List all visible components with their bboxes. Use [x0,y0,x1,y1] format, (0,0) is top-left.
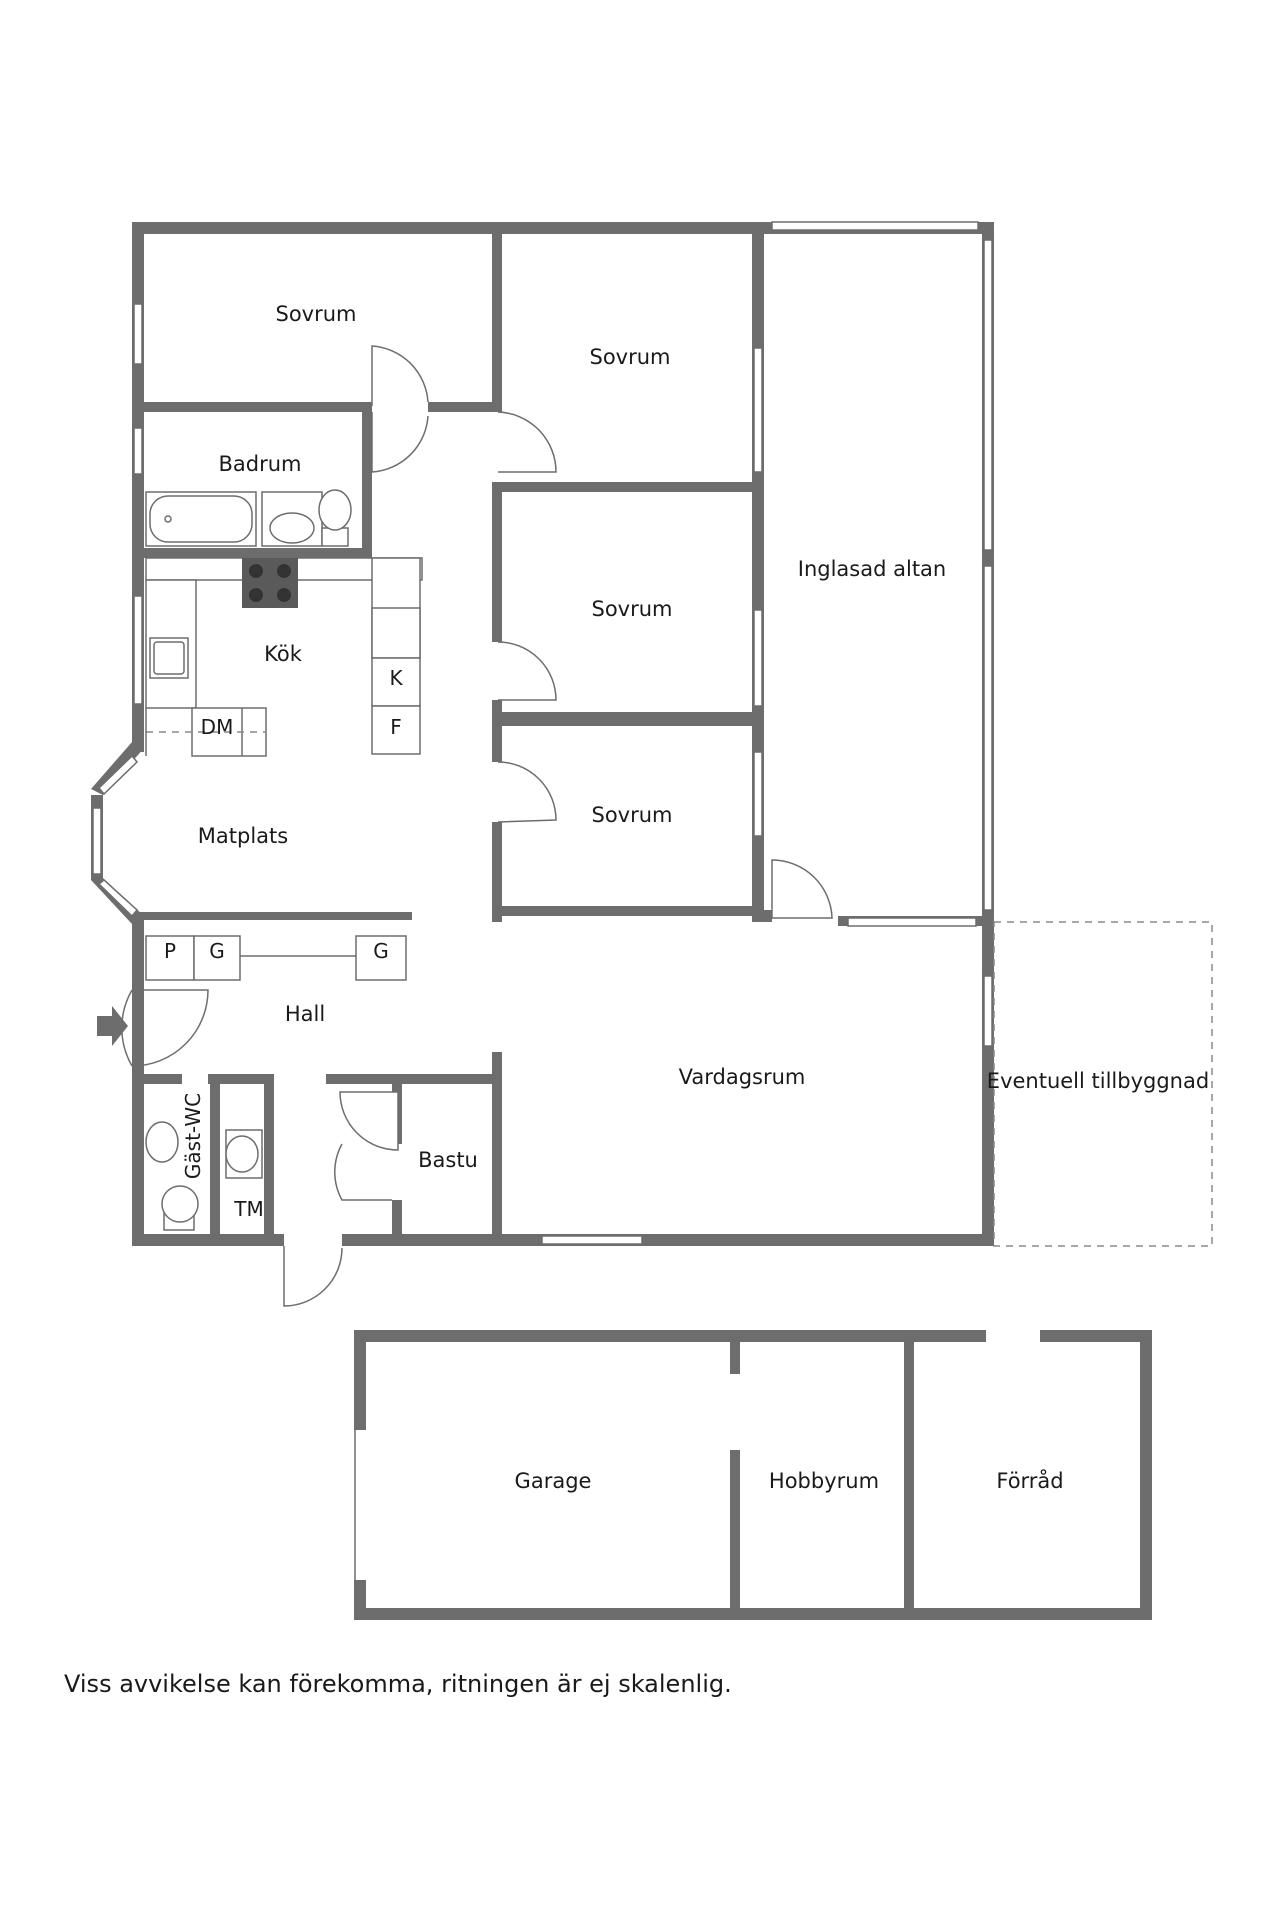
forrad-label: Förråd [996,1468,1063,1493]
sovrum-3-label: Sovrum [591,597,672,621]
eventuell-tillbyggnad-outline [993,921,1213,1247]
inglasad-altan-label: Inglasad altan [798,557,946,581]
kok-label: Kök [264,642,303,666]
fridge-k-label: K [389,666,403,690]
disclaimer-note: Viss avvikelse kan förekomma, ritningen … [64,1670,732,1698]
closet-g1-label: G [209,939,225,963]
hobbyrum-label: Hobbyrum [769,1469,879,1493]
windows [92,221,993,1245]
closet-p-label: P [164,939,176,963]
hall-label: Hall [285,1002,325,1026]
closet-g2-label: G [373,939,389,963]
gast-wc-label: Gäst-WC [181,1093,205,1179]
doors [121,345,833,1307]
sovrum-1-label: Sovrum [275,302,356,326]
dishwasher-dm-label: DM [201,715,234,739]
tm-label: TM [233,1197,263,1221]
freezer-f-label: F [390,715,402,739]
badrum-label: Badrum [218,452,301,476]
vardagsrum-label: Vardagsrum [679,1065,806,1089]
garage-walls [354,1330,1152,1620]
garage-label: Garage [515,1469,592,1493]
bastu-label: Bastu [418,1148,478,1172]
sovrum-4-label: Sovrum [591,803,672,827]
sovrum-2-label: Sovrum [589,345,670,369]
entrance-arrow-icon [97,1006,128,1046]
matplats-label: Matplats [198,824,288,848]
room-labels: Sovrum Sovrum Sovrum Sovrum Badrum Kök M… [181,302,1209,1493]
fixture-labels: K F DM P G G [164,666,403,963]
eventuell-tillbyggnad-label: Eventuell tillbyggnad [987,1069,1209,1093]
fixtures [145,489,423,1231]
